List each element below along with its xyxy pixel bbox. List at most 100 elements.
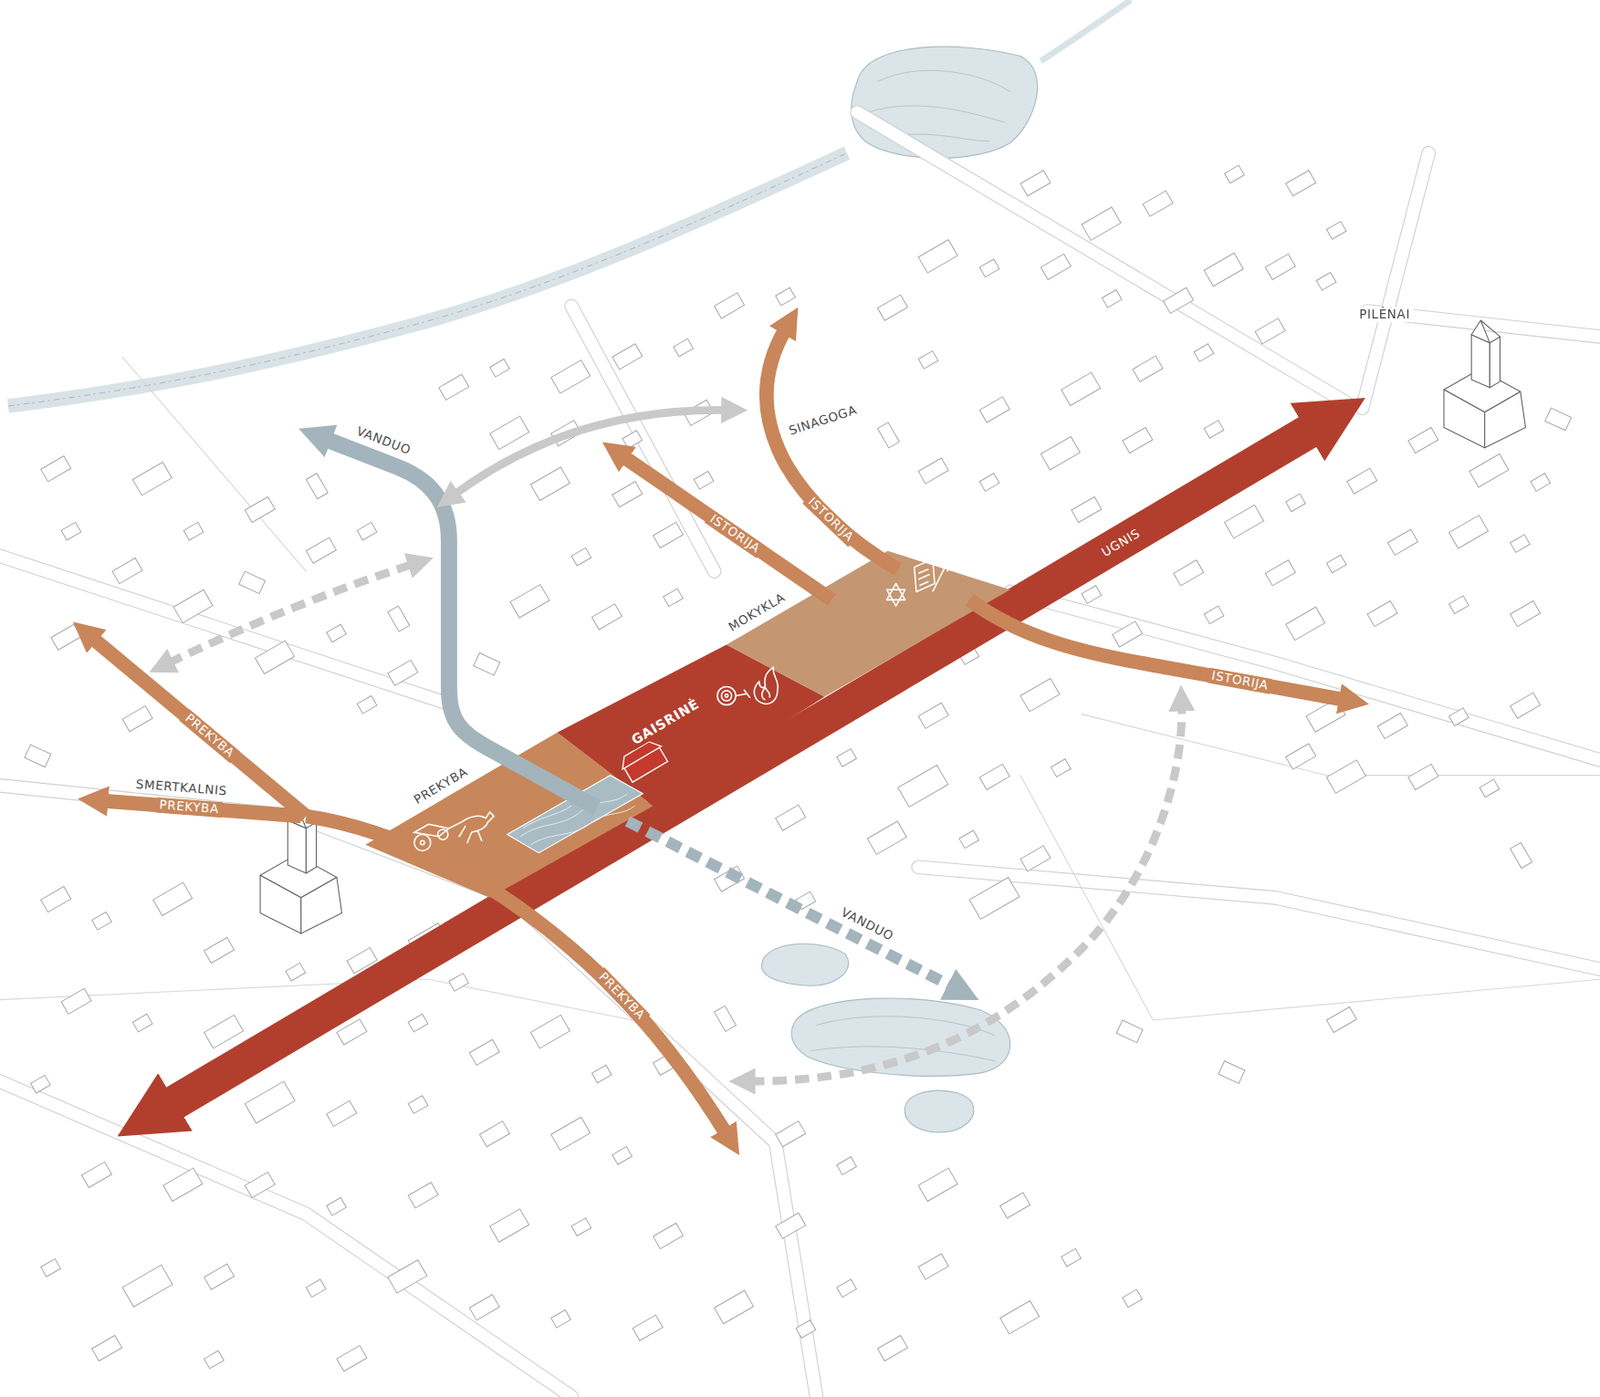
building (632, 1315, 663, 1341)
fire-station-icon (616, 737, 670, 784)
building (612, 1147, 633, 1166)
building (918, 458, 949, 484)
building (1545, 407, 1572, 431)
building (918, 240, 958, 273)
building (387, 659, 419, 686)
building (173, 589, 213, 623)
building (979, 473, 1000, 492)
building (1510, 601, 1541, 628)
building (1530, 473, 1551, 492)
fire-station-icon (616, 737, 661, 770)
building (1286, 743, 1317, 770)
place-name: SINAGOGA (784, 401, 862, 440)
building (775, 287, 796, 306)
building (959, 830, 980, 849)
street (0, 555, 450, 704)
church (1489, 336, 1500, 388)
building (244, 1081, 295, 1124)
building (305, 537, 336, 564)
building (1265, 560, 1296, 586)
street (0, 112, 1600, 1397)
building (305, 1279, 326, 1298)
carriage-icon (414, 835, 431, 852)
building (877, 294, 908, 321)
church (1471, 320, 1500, 344)
building (112, 558, 143, 585)
building (407, 1182, 439, 1209)
flow-label: PREKYBA (178, 708, 240, 763)
building (356, 522, 377, 541)
carriage-icon (420, 840, 425, 845)
building (1122, 1289, 1143, 1308)
flow-label: PREKYBA (593, 966, 650, 1025)
building (969, 877, 1020, 920)
building (1367, 601, 1398, 628)
building (1449, 596, 1470, 615)
building (551, 360, 591, 394)
building (1326, 554, 1347, 574)
link-arrow (167, 409, 1182, 1082)
building (490, 359, 511, 378)
building (41, 887, 72, 913)
building (239, 571, 266, 595)
building (1163, 287, 1194, 314)
building (612, 344, 643, 370)
route-arrow (92, 637, 307, 817)
building (673, 338, 694, 357)
route-arrow (92, 328, 1346, 1135)
building (1286, 493, 1307, 513)
flame-icon (753, 667, 778, 704)
synagogue-icon (887, 583, 906, 607)
building (473, 653, 501, 677)
label-layer: PILĖNAISINAGOGAVANDUOISTORIJAISTORIJAUGN… (0, 0, 98, 16)
building (204, 1350, 225, 1370)
building (571, 547, 592, 566)
building (1071, 496, 1102, 523)
synagogue-icon (914, 559, 935, 593)
building (877, 1335, 908, 1361)
building (1316, 272, 1337, 292)
building (1040, 253, 1071, 280)
link-arrow (750, 706, 1182, 1082)
street (571, 305, 715, 572)
building (326, 1198, 347, 1217)
church (260, 875, 302, 934)
building (898, 765, 949, 808)
building (1000, 1192, 1031, 1219)
building (1449, 708, 1470, 727)
street (918, 867, 1600, 970)
building (1112, 621, 1143, 648)
building (1081, 585, 1102, 605)
building (877, 422, 900, 449)
building (775, 805, 806, 831)
building (204, 937, 235, 963)
hose-icon (724, 694, 728, 698)
church (1443, 389, 1485, 449)
building (1122, 427, 1153, 453)
building (305, 473, 328, 500)
building (326, 1100, 357, 1127)
building (387, 606, 410, 632)
building (336, 1346, 367, 1372)
building (244, 1172, 275, 1199)
building (1254, 318, 1286, 345)
building (612, 481, 643, 508)
building (285, 962, 306, 982)
school-plaza: MOKYKLA (726, 551, 1011, 698)
school-plaza-outline (726, 551, 1011, 698)
building (1142, 190, 1173, 217)
water-arrow (627, 821, 955, 988)
building (479, 1121, 510, 1148)
building (92, 1335, 123, 1361)
building (1203, 606, 1224, 625)
pond (762, 943, 849, 986)
building (1469, 454, 1509, 488)
building (1224, 504, 1265, 538)
building (979, 763, 1010, 790)
building (1510, 692, 1541, 719)
flame-icon (762, 688, 771, 701)
river (8, 153, 848, 407)
building (551, 1310, 572, 1329)
building (51, 624, 82, 650)
building (490, 1209, 530, 1243)
